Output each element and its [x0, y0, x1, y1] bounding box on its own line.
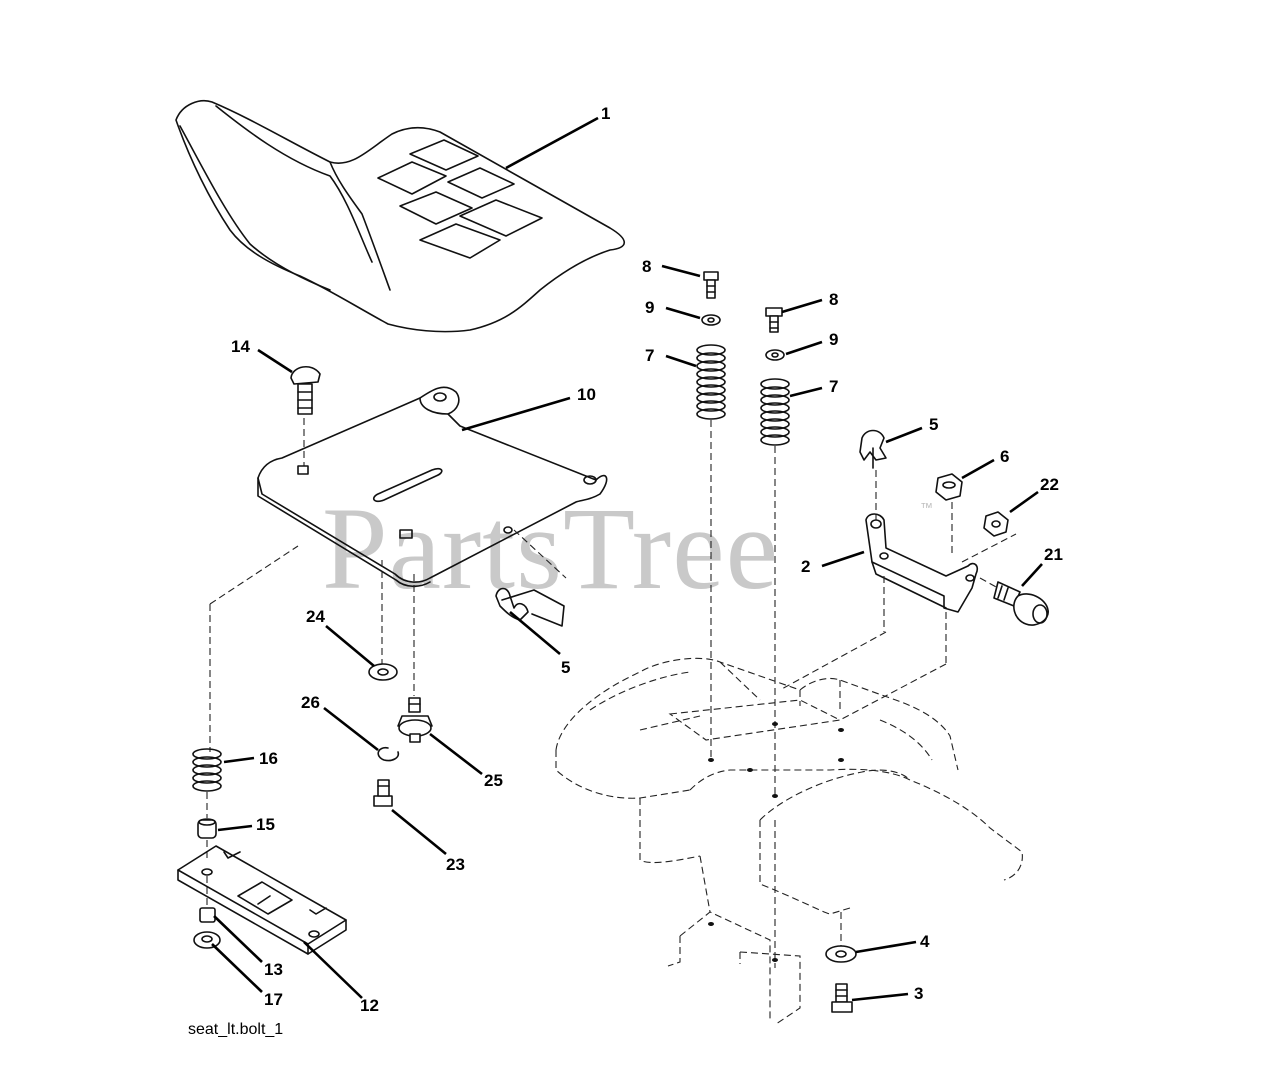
- callout-14[interactable]: 14: [231, 337, 250, 356]
- callout-9-right[interactable]: 9: [829, 330, 838, 349]
- spacer-icon[interactable]: [197, 818, 217, 839]
- callout-25[interactable]: 25: [484, 771, 503, 790]
- callout-24[interactable]: 24: [306, 607, 325, 626]
- callout-15[interactable]: 15: [256, 815, 275, 834]
- callout-10[interactable]: 10: [577, 385, 596, 404]
- callout-17[interactable]: 17: [264, 990, 283, 1009]
- callout-9-left[interactable]: 9: [645, 298, 654, 317]
- callout-labels: 1 14 10 8 9 7 8 9 7 5 6 22 2 21 5 24 26 …: [231, 104, 1063, 1015]
- bolt-icon[interactable]: [765, 307, 783, 333]
- adjustment-knob-icon[interactable]: [993, 581, 1049, 626]
- watermark-trademark: ™: [920, 500, 933, 515]
- washer-icon[interactable]: [825, 945, 857, 963]
- lock-washer-icon[interactable]: [193, 931, 221, 949]
- callout-7-left[interactable]: 7: [645, 346, 654, 365]
- washer-icon[interactable]: [368, 663, 398, 681]
- coil-spring-icon[interactable]: [696, 344, 726, 420]
- callout-23[interactable]: 23: [446, 855, 465, 874]
- washer-icon[interactable]: [765, 349, 785, 361]
- seat-plate-icon[interactable]: [257, 386, 608, 588]
- bolt-icon[interactable]: [373, 779, 393, 807]
- carriage-bolt-icon[interactable]: [290, 366, 321, 415]
- nut-icon[interactable]: [983, 511, 1009, 537]
- callout-8-left[interactable]: 8: [642, 257, 651, 276]
- callout-22[interactable]: 22: [1040, 475, 1059, 494]
- fender-icon: [555, 631, 1023, 1025]
- callout-16[interactable]: 16: [259, 749, 278, 768]
- washer-icon[interactable]: [701, 314, 721, 326]
- callout-6[interactable]: 6: [1000, 447, 1009, 466]
- retaining-ring-icon[interactable]: [377, 746, 400, 762]
- seat-shell-icon[interactable]: [175, 100, 626, 333]
- watermark-text: PartsTree: [322, 483, 779, 614]
- coil-spring-icon[interactable]: [192, 748, 222, 792]
- coil-spring-icon[interactable]: [760, 378, 790, 446]
- diagram-title: seat_lt.bolt_1: [188, 1021, 283, 1038]
- callout-8-right[interactable]: 8: [829, 290, 838, 309]
- nut-icon[interactable]: [935, 473, 963, 501]
- callout-13[interactable]: 13: [264, 960, 283, 979]
- leader-lines: [211, 116, 1043, 1002]
- bolt-icon[interactable]: [831, 983, 853, 1013]
- callout-26[interactable]: 26: [301, 693, 320, 712]
- shoulder-bolt-icon[interactable]: [397, 697, 433, 743]
- bolt-icon[interactable]: [703, 271, 719, 299]
- watermark: PartsTree ™: [322, 483, 933, 614]
- callout-21[interactable]: 21: [1044, 545, 1063, 564]
- callout-5-right[interactable]: 5: [929, 415, 938, 434]
- callout-2[interactable]: 2: [801, 557, 810, 576]
- seat-clip-icon[interactable]: [859, 429, 887, 469]
- callout-4[interactable]: 4: [920, 932, 930, 951]
- bracket-icon[interactable]: [865, 513, 979, 613]
- nut-icon[interactable]: [199, 907, 216, 923]
- callout-12[interactable]: 12: [360, 996, 379, 1015]
- callout-7-right[interactable]: 7: [829, 377, 838, 396]
- seat-slide-track-icon[interactable]: [177, 845, 347, 955]
- callout-1[interactable]: 1: [601, 104, 610, 123]
- callout-5-left[interactable]: 5: [561, 658, 570, 677]
- callout-3[interactable]: 3: [914, 984, 923, 1003]
- seat-clip-icon[interactable]: [495, 587, 565, 627]
